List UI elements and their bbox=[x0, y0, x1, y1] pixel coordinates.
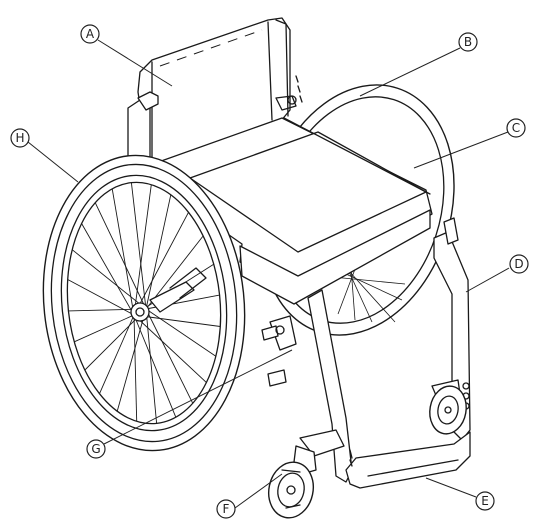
wheel-spoke bbox=[133, 212, 189, 316]
wheel-spoke bbox=[67, 279, 135, 316]
wheel-spoke bbox=[116, 308, 147, 412]
wheel-spoke bbox=[133, 184, 152, 316]
wheel-spoke bbox=[133, 314, 221, 327]
wheel-spoke bbox=[99, 314, 135, 394]
callout-F: F bbox=[216, 499, 236, 519]
wheel-spoke bbox=[145, 308, 217, 357]
wheel-spoke bbox=[81, 223, 135, 316]
wheel-spoke bbox=[133, 314, 177, 418]
svg-text:E: E bbox=[481, 494, 489, 508]
svg-text:C: C bbox=[512, 121, 520, 135]
callout-C: C bbox=[506, 118, 526, 138]
leader-lines bbox=[27, 39, 510, 509]
svg-text:B: B bbox=[464, 35, 472, 49]
wheel-spoke bbox=[145, 308, 194, 404]
callout-A: A bbox=[80, 24, 100, 44]
wheel-spoke bbox=[111, 188, 135, 316]
svg-text:G: G bbox=[91, 442, 100, 456]
svg-text:D: D bbox=[514, 257, 523, 271]
callout-D: D bbox=[509, 254, 529, 274]
seat-cushion bbox=[149, 117, 433, 305]
svg-text:A: A bbox=[86, 27, 95, 41]
callout-H: H bbox=[10, 128, 30, 148]
callout-B: B bbox=[458, 32, 478, 52]
front-caster-right bbox=[429, 385, 467, 435]
svg-text:H: H bbox=[15, 131, 24, 145]
wheel-spoke bbox=[133, 314, 138, 422]
svg-text:F: F bbox=[223, 502, 230, 516]
wheel-spoke bbox=[130, 182, 147, 310]
callout-E: E bbox=[475, 491, 495, 511]
callout-G: G bbox=[86, 439, 106, 459]
wheel-spoke bbox=[145, 308, 158, 424]
wheel-spoke bbox=[145, 194, 172, 310]
rear-near-wheel bbox=[42, 154, 246, 452]
wheel-spoke bbox=[74, 314, 135, 343]
wheel-spoke bbox=[133, 314, 207, 383]
wheel-spoke bbox=[71, 249, 147, 310]
